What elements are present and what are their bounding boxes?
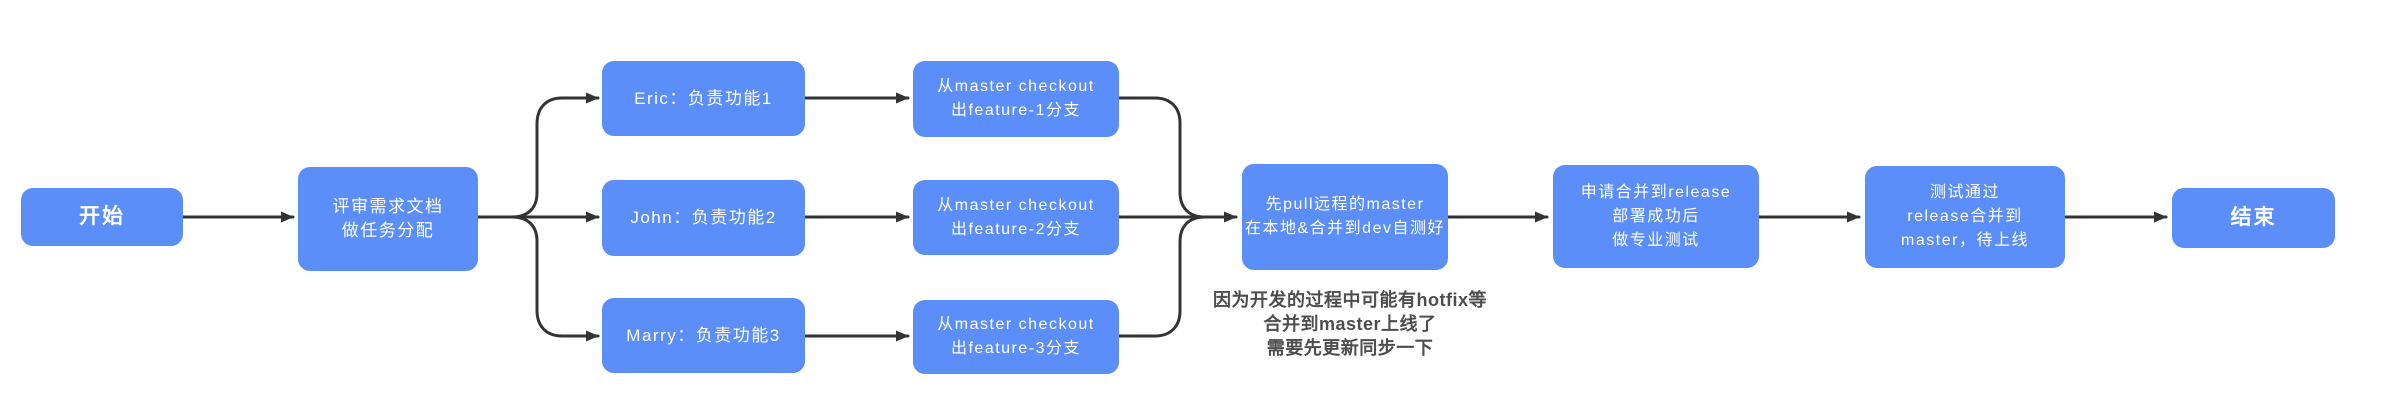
node-checkout2-line-1: 从master checkout	[937, 196, 1095, 214]
node-start: 开始	[21, 188, 183, 246]
node-review-requirements: 评审需求文档 做任务分配	[298, 167, 478, 271]
node-pull-line-2: 在本地&合并到dev自测好	[1245, 220, 1445, 237]
node-checkout-feature2: 从master checkout 出feature-2分支	[913, 180, 1119, 255]
node-review-line-2: 做任务分配	[341, 221, 435, 240]
node-marry-feature3: Marry：负责功能3	[602, 298, 805, 373]
node-release-line-2: 部署成功后	[1612, 207, 1700, 225]
node-checkout-feature1: 从master checkout 出feature-1分支	[913, 61, 1119, 137]
note-line-3: 需要先更新同步一下	[1266, 338, 1434, 358]
node-end: 结束	[2172, 188, 2335, 248]
node-release-line-1: 申请合并到release	[1580, 183, 1732, 201]
connector-review-eric	[476, 92, 600, 219]
node-checkout1-line-1: 从master checkout	[937, 78, 1095, 95]
node-start-label: 开始	[79, 205, 125, 228]
node-test-line-1: 测试通过	[1929, 184, 2000, 201]
node-review-line-1: 评审需求文档	[332, 197, 444, 216]
node-checkout2-line-2: 出feature-2分支	[950, 220, 1082, 238]
node-john-label: John：负责功能2	[630, 208, 777, 227]
node-end-label: 结束	[2230, 206, 2277, 229]
node-marry-label: Marry：负责功能3	[626, 325, 781, 345]
node-merge-release-test: 申请合并到release 部署成功后 做专业测试	[1553, 165, 1759, 268]
hotfix-sync-note: 因为开发的过程中可能有hotfix等 合并到master上线了 需要先更新同步一…	[1180, 288, 1520, 360]
node-pull-master-merge-dev: 先pull远程的master 在本地&合并到dev自测好	[1242, 164, 1448, 270]
node-checkout-feature3: 从master checkout 出feature-3分支	[913, 300, 1119, 374]
node-eric-feature1: Eric：负责功能1	[602, 61, 805, 136]
node-checkout3-line-1: 从master checkout	[937, 316, 1095, 333]
node-pull-line-1: 先pull远程的master	[1265, 196, 1425, 213]
node-test-line-2: release合并到	[1907, 208, 2023, 225]
node-release-line-3: 做专业测试	[1612, 231, 1700, 249]
note-line-1: 因为开发的过程中可能有hotfix等	[1213, 290, 1487, 310]
connector-checkout1-merge	[1117, 96, 1207, 219]
connector-review-marry	[476, 215, 600, 342]
node-john-feature2: John：负责功能2	[602, 180, 805, 256]
node-test-pass-merge-master: 测试通过 release合并到 master，待上线	[1865, 166, 2065, 268]
note-line-2: 合并到master上线了	[1263, 314, 1437, 334]
node-checkout3-line-2: 出feature-3分支	[950, 340, 1082, 357]
node-eric-label: Eric：负责功能1	[634, 88, 773, 108]
node-checkout1-line-2: 出feature-1分支	[950, 102, 1082, 119]
node-test-line-3: master，待上线	[1901, 232, 2029, 249]
connector-checkout3-merge	[1117, 215, 1207, 338]
